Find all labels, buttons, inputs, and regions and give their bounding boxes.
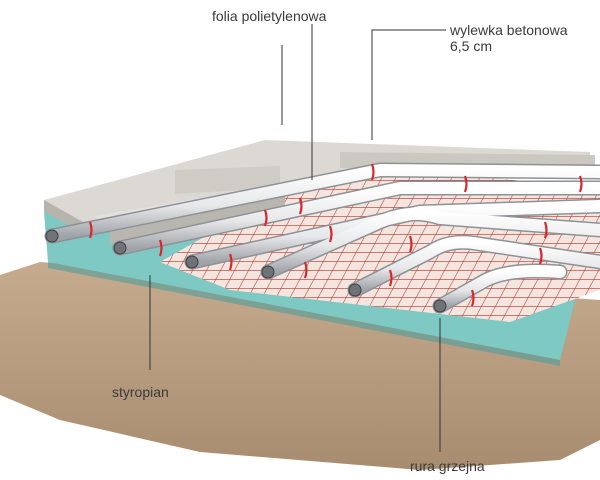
insulation-edge-shade bbox=[48, 262, 560, 366]
heating-pipes bbox=[44, 162, 600, 314]
screed-leader-line bbox=[371, 29, 446, 140]
heating-pipe-label: rura grzejna bbox=[410, 458, 485, 474]
concrete-step-block bbox=[175, 166, 280, 194]
leader-lines bbox=[149, 24, 446, 452]
concrete-slab-piece-front bbox=[110, 196, 285, 244]
foil-label: folia polietylenowa bbox=[212, 8, 327, 24]
pipe-cut-ends bbox=[45, 229, 447, 313]
concrete-screed-label: wylewka betonowa bbox=[450, 22, 568, 38]
insulation-label: styropian bbox=[112, 384, 169, 400]
concrete-screed-thickness-label: 6,5 cm bbox=[450, 38, 493, 54]
pipe-clips bbox=[88, 163, 583, 307]
